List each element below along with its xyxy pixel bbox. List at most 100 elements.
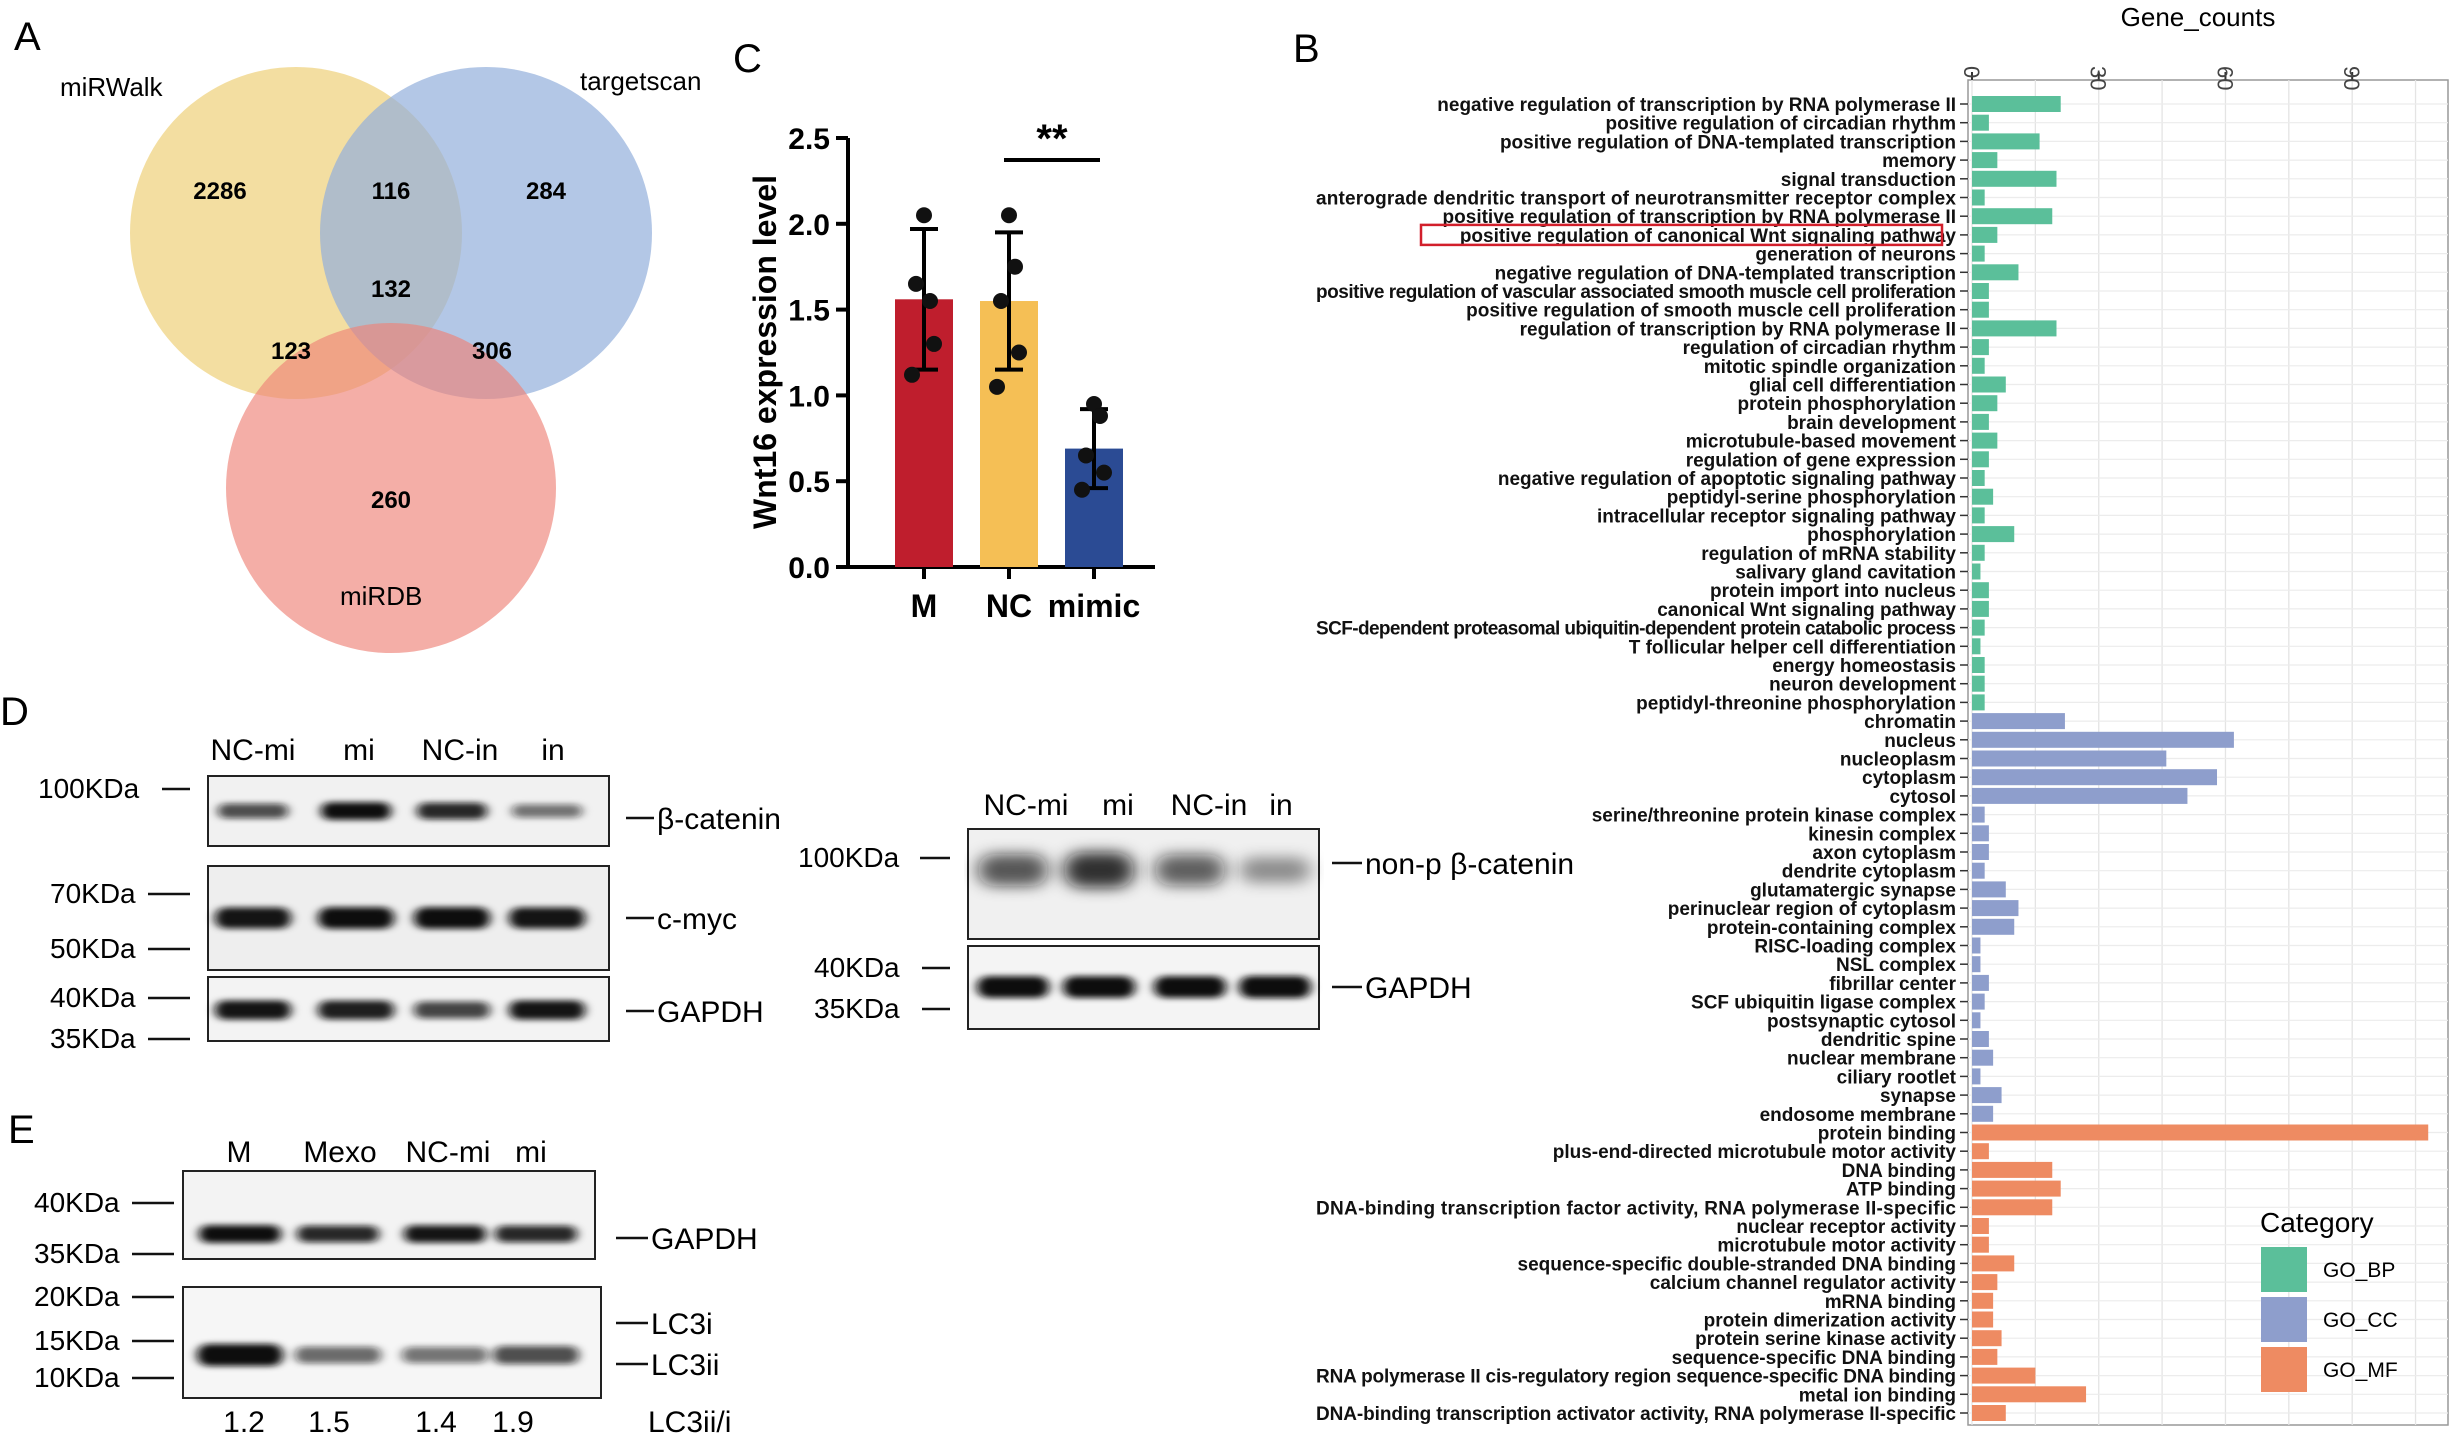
band-c-myc [414,907,490,929]
go-term-label: glutamatergic synapse [1750,880,1956,901]
c-y-tick-label: 2.0 [788,209,830,242]
venn-count-mirwalk-targetscan: 116 [372,178,411,205]
go-term-label: microtubule motor activity [1717,1236,1956,1257]
protein-label: GAPDH [651,1223,758,1256]
venn-count-all-three: 132 [371,276,411,303]
c-x-tick-label: NC [986,588,1032,624]
go-term-label: protein-containing complex [1707,918,1957,939]
venn-label-mirdb: miRDB [340,581,422,611]
go-bar [1972,526,2015,543]
c-data-point [1096,464,1112,481]
go-term-label: T follicular helper cell differentiation [1629,637,1956,658]
mw-marker: 35KDa [34,1238,120,1269]
blot-membrane [967,828,1320,940]
go-term-label: negative regulation of transcription by … [1437,95,1956,116]
go-term-label: SCF ubiquitin ligase complex [1691,993,1956,1014]
go-bar [1972,1274,1998,1291]
go-term-label: regulation of mRNA stability [1701,544,1956,565]
venn-diagram: miRWalk targetscan miRDB 2286 116 284 13… [60,66,701,653]
c-data-point [1001,207,1017,224]
go-bar [1972,675,1985,692]
highlight-box [1419,223,1944,247]
c-data-point [1078,447,1094,464]
mw-marker: 40KDa [814,952,900,983]
band-gapdh [215,1000,291,1020]
go-term-label: positive regulation of canonical Wnt sig… [1460,226,1957,247]
protein-label: c-myc [657,903,737,936]
go-bar [1972,993,1985,1010]
go-bar [1972,1105,1994,1122]
protein-label: LC3ii [651,1349,719,1382]
go-term-label: chromatin [1864,712,1956,733]
c-data-point [1092,407,1108,424]
go-term-label: anterograde dendritic transport of neuro… [1316,189,1956,210]
go-term-label: negative regulation of apoptotic signali… [1498,469,1957,490]
go-bar [1972,1311,1994,1328]
band-non-p-beta-catenin [1064,852,1134,888]
go-term-label: cytosol [1889,787,1956,808]
band-non-p-beta-catenin [1155,854,1225,886]
go-bar [1972,1236,1989,1253]
panel-label-a: A [14,15,41,59]
band-non-p-beta-catenin [1240,857,1310,883]
go-bar [1972,357,1985,374]
go-term-label: mitotic spindle organization [1704,357,1956,378]
go-x-tick-label: 30 [2086,66,2111,90]
c-y-tick-label: 1.0 [788,380,830,413]
go-term-label: nucleus [1884,731,1956,752]
go-bar [1972,1049,1994,1066]
mw-marker: 100KDa [798,842,900,873]
go-bar [1972,918,2015,935]
c-data-point [1086,395,1102,412]
band-lc3ii [295,1346,381,1364]
go-term-label: energy homeostasis [1772,656,1956,677]
c-data-point [916,207,932,224]
go-bar [1972,432,1998,449]
go-term-label: signal transduction [1781,170,1956,191]
band-beta-catenin [218,803,288,819]
go-term-label: metal ion binding [1799,1385,1956,1406]
band-gapdh [1154,976,1226,998]
go-term-label: regulation of gene expression [1686,450,1956,471]
go-term-label: cytoplasm [1862,768,1956,789]
go-term-label: positive regulation of vascular associat… [1316,282,1956,303]
go-bar [1972,600,1989,617]
go-term-label: perinuclear region of cytoplasm [1668,899,1956,920]
go-bar [1972,1124,2429,1141]
mw-marker: 50KDa [50,933,136,964]
c-y-tick-label: 0.5 [788,466,830,499]
go-term-label: brain development [1787,413,1957,434]
go-term-label: peptidyl-threonine phosphorylation [1636,693,1956,714]
go-bar [1972,339,1989,356]
legend-swatch-mf [2261,1347,2307,1392]
go-term-label: protein serine kinase activity [1695,1329,1956,1350]
go-term-label: mRNA binding [1825,1292,1956,1313]
go-bar [1972,713,2065,730]
go-bar [1972,1405,2006,1421]
protein-label: GAPDH [1365,972,1472,1005]
go-term-label: generation of neurons [1755,245,1956,266]
go-term-label: positive regulation of circadian rhythm [1605,114,1956,135]
go-bar [1972,470,1985,486]
go-bar [1972,264,2019,281]
go-term-label: microtubule-based movement [1686,432,1957,453]
venn-count-only-mirdb: 260 [371,487,411,514]
c-data-point [1011,344,1027,361]
lane-label: Mexo [303,1136,376,1169]
go-bar [1972,563,1981,580]
band-c-myc [215,907,291,929]
go-bar [1972,189,1985,206]
band-gapdh [495,1225,577,1243]
go-bar [1972,731,2234,748]
go-term-label: peptidyl-serine phosphorylation [1667,488,1956,509]
c-data-point [1074,481,1090,498]
protein-label: GAPDH [657,996,764,1029]
go-bar [1972,1180,2061,1197]
go-term-label: endosome membrane [1760,1105,1956,1126]
panel-label-b: B [1293,27,1320,71]
c-data-point [922,293,938,310]
go-bar [1972,806,1985,823]
go-bar [1972,1199,2053,1216]
